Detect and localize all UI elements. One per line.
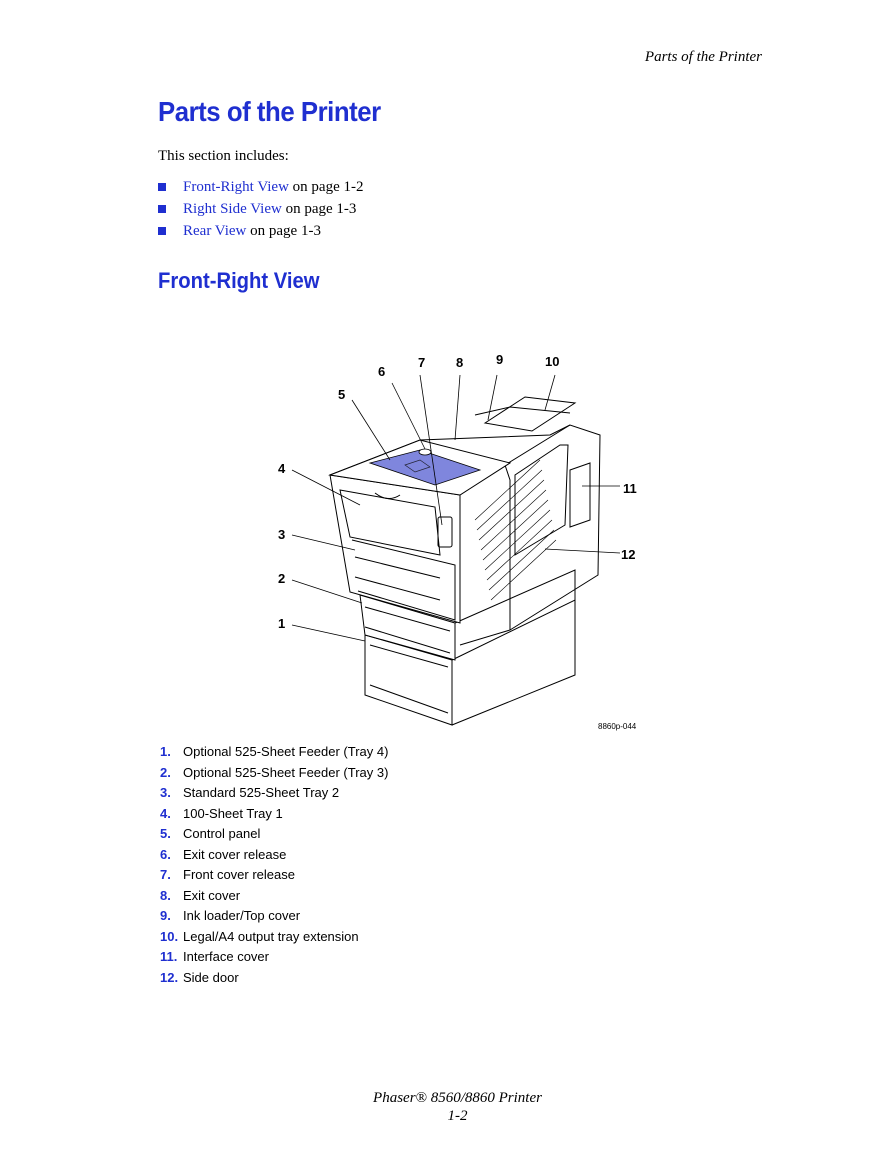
part-label: Standard 525-Sheet Tray 2 xyxy=(183,785,340,800)
link-suffix: on page 1-3 xyxy=(281,201,357,217)
part-number: 4. xyxy=(160,805,171,821)
part-label: Legal/A4 output tray extension xyxy=(183,928,359,944)
callout-2: 2 xyxy=(278,571,285,586)
list-item: Rear View on page 1-3 xyxy=(158,220,363,242)
part-label: Side door xyxy=(183,969,239,985)
intro-text: This section includes: xyxy=(158,148,289,164)
part-label: Control panel xyxy=(183,826,261,841)
list-item: 4. 100-Sheet Tray 1 xyxy=(160,804,388,825)
parts-list: 1. Optional 525-Sheet Feeder (Tray 4) 2. O… xyxy=(160,742,388,988)
part-label: Front cover release xyxy=(183,867,295,882)
link-suffix: on page 1-2 xyxy=(288,179,364,195)
part-label: Optional 525-Sheet Feeder (Tray 4) xyxy=(183,744,389,759)
part-label: Exit cover xyxy=(183,887,241,903)
square-bullet-icon xyxy=(158,183,166,191)
callout-8: 8 xyxy=(456,355,463,370)
figure-id: 8860p-044 xyxy=(598,722,637,731)
footer-product: Phaser® 8560/8860 Printer xyxy=(373,1090,542,1106)
callout-12: 12 xyxy=(621,547,635,562)
list-item: 6. Exit cover release xyxy=(160,845,388,866)
callout-3: 3 xyxy=(278,527,285,542)
link-rear-view[interactable]: Rear View xyxy=(183,223,247,239)
link-front-right-view[interactable]: Front-Right View xyxy=(183,179,289,195)
part-number: 10. xyxy=(160,928,179,944)
link-right-side-view[interactable]: Right Side View xyxy=(183,201,282,217)
part-label: 100-Sheet Tray 1 xyxy=(183,805,283,821)
callout-10: 10 xyxy=(545,354,559,369)
link-suffix: on page 1-3 xyxy=(246,223,321,239)
callout-7: 7 xyxy=(418,355,425,370)
list-item: 12.Side door xyxy=(160,968,388,989)
list-item: 7. Front cover release xyxy=(160,865,388,886)
part-number: 12. xyxy=(160,969,179,985)
part-number: 3. xyxy=(160,785,171,800)
list-item: 11. Interface cover xyxy=(160,947,388,968)
running-head: Parts of the Printer xyxy=(644,49,762,65)
callout-1: 1 xyxy=(278,616,285,631)
list-item: 3. Standard 525-Sheet Tray 2 xyxy=(160,783,388,804)
printer-illustration: 1 2 3 4 5 6 7 8 9 10 11 12 8860p-044 xyxy=(270,345,650,735)
section-links: Front-Right View on page 1-2 Right Side … xyxy=(158,176,363,242)
part-number: 11. xyxy=(160,949,178,964)
page-footer: Phaser® 8560/8860 Printer 1-2 xyxy=(0,1089,893,1125)
list-item: 8. Exit cover xyxy=(160,886,388,907)
callout-9: 9 xyxy=(496,352,503,367)
list-item: Right Side View on page 1-3 xyxy=(158,198,363,220)
callout-4: 4 xyxy=(278,461,286,476)
control-panel-shape xyxy=(368,449,482,486)
callout-5: 5 xyxy=(338,387,345,402)
part-label: Interface cover xyxy=(183,949,269,964)
part-label: Optional 525-Sheet Feeder (Tray 3) xyxy=(183,764,389,780)
part-number: 7. xyxy=(160,867,171,882)
square-bullet-icon xyxy=(158,227,166,235)
callout-11: 11 xyxy=(623,481,637,496)
page-number: 1-2 xyxy=(447,1108,468,1124)
list-item: 5. Control panel xyxy=(160,824,388,845)
printer-drawing: 1 2 3 4 5 6 7 8 9 10 11 12 8860p-044 xyxy=(278,352,637,731)
list-item: 10.Legal/A4 output tray extension xyxy=(160,927,388,948)
part-number: 6. xyxy=(160,846,171,862)
square-bullet-icon xyxy=(158,205,166,213)
part-label: Ink loader/Top cover xyxy=(183,908,301,923)
page-title: Parts of the Printer xyxy=(158,96,381,127)
part-number: 5. xyxy=(160,826,171,841)
list-item: Front-Right View on page 1-2 xyxy=(158,176,363,198)
list-item: 2. Optional 525-Sheet Feeder (Tray 3) xyxy=(160,763,388,784)
part-number: 1. xyxy=(160,744,171,759)
part-label: Exit cover release xyxy=(183,846,287,862)
part-number: 2. xyxy=(160,764,171,780)
part-number: 9. xyxy=(160,908,171,923)
callout-6: 6 xyxy=(378,364,385,379)
list-item: 1. Optional 525-Sheet Feeder (Tray 4) xyxy=(160,742,388,763)
part-number: 8. xyxy=(160,887,171,903)
section-title: Front-Right View xyxy=(158,268,320,293)
list-item: 9. Ink loader/Top cover xyxy=(160,906,388,927)
